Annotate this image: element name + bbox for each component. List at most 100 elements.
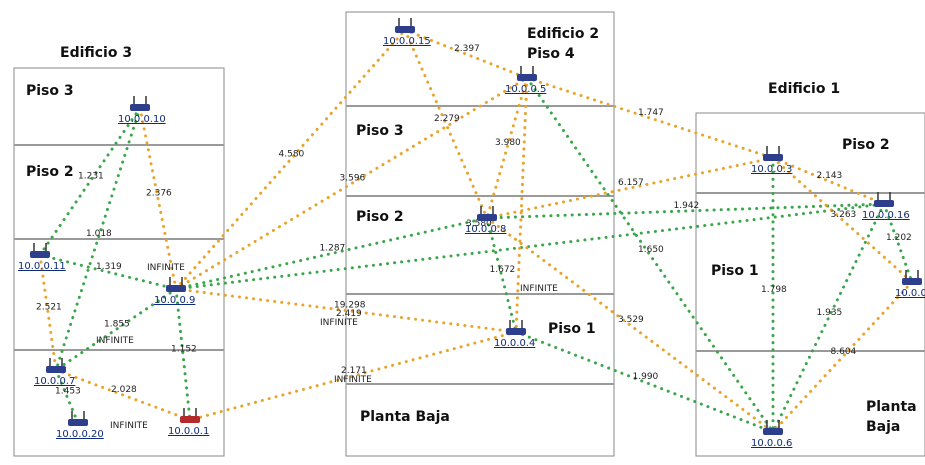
link-n9-n16 (174, 202, 886, 291)
node-ip-label: 10.0.0.10 (118, 114, 166, 125)
link-label: 1.990 (633, 372, 659, 382)
floor-label: Piso 2 (26, 164, 74, 180)
router-icon (477, 214, 497, 221)
infinite-label: INFINITE (334, 375, 372, 385)
link-label: 1.747 (638, 108, 664, 118)
router-node-n8[interactable]: 10.0.0.8 (465, 206, 506, 235)
link-label: 1.650 (638, 245, 664, 255)
router-icon (902, 278, 922, 285)
link-n8-n6 (485, 216, 775, 434)
link-label: 4.580 (279, 150, 305, 160)
link-label: 2.376 (146, 189, 172, 199)
floor-label: Baja (866, 419, 900, 435)
link-n11-n7 (38, 253, 58, 372)
node-ip-label: 10.0.0.16 (862, 210, 910, 221)
link-n8-n16 (485, 202, 886, 220)
router-icon (517, 74, 537, 81)
router-node-n9[interactable]: 10.0.0.9 (154, 277, 195, 306)
link-n8-n4 (485, 216, 518, 334)
node-ip-label: 10.0.0.4 (494, 338, 535, 349)
router-node-n6[interactable]: 10.0.0.6 (751, 420, 792, 449)
link-label: 3.980 (495, 138, 521, 148)
building-subtitle: Piso 4 (527, 46, 575, 62)
link-n10-n9 (138, 106, 178, 291)
link-n9-n5 (174, 76, 529, 291)
node-ip-label: 10.0.0.1 (168, 426, 209, 437)
router-icon (130, 104, 150, 111)
link-label: 2.143 (817, 171, 843, 181)
router-node-n10[interactable]: 10.0.0.10 (118, 96, 166, 125)
building-frame (345, 11, 615, 457)
link-n5-n3 (525, 76, 775, 160)
router-node-n20[interactable]: 10.0.0.20 (56, 411, 104, 440)
infinite-label: INFINITE (320, 318, 358, 328)
node-ip-label: 10.0.0.7 (34, 376, 75, 387)
router-node-n7[interactable]: 10.0.0.7 (34, 358, 75, 387)
infinite-label: INFINITE (520, 284, 558, 294)
router-icon (763, 428, 783, 435)
floor-label: Piso 1 (711, 263, 759, 279)
floor-label: Piso 2 (842, 137, 890, 153)
link-n3-n1x (771, 156, 914, 284)
router-red-icon (180, 416, 200, 423)
floor-label: Piso 1 (548, 321, 596, 337)
node-ip-label: 10.0.0.11 (18, 261, 66, 272)
link-label: 1.453 (55, 387, 81, 397)
link-label: 1.202 (886, 233, 912, 243)
link-n9-n15 (174, 28, 407, 291)
link-label: 6.157 (618, 178, 644, 188)
link-label: 1.942 (674, 201, 700, 211)
link-n9-n1 (174, 287, 192, 422)
nodes-layer: 10.0.0.10 10.0.0.11 10.0.0.9 10.0.0.7 10.0.0… (18, 18, 925, 449)
link-label: 1.287 (320, 244, 346, 254)
router-node-n1[interactable]: 10.0.0.1 (168, 408, 209, 437)
link-label: 2.397 (454, 44, 480, 54)
router-icon (763, 154, 783, 161)
router-node-n11[interactable]: 10.0.0.11 (18, 243, 66, 272)
floor-label: Piso 3 (356, 123, 404, 139)
link-label: 1.018 (86, 229, 112, 239)
link-n7-n1 (54, 368, 192, 422)
node-ip-label: 10.0.0.5 (505, 84, 546, 95)
link-n16-n1x (882, 202, 914, 284)
building-edificio-2: Edificio 2 Piso 4 Piso 3 Piso 2 Piso 1 P… (345, 11, 615, 457)
link-label: 3.529 (618, 315, 644, 325)
router-node-n4[interactable]: 10.0.0.4 (494, 320, 535, 349)
router-node-n1x[interactable]: 10.0.0.1 (895, 270, 925, 299)
router-icon (68, 419, 88, 426)
router-node-n3[interactable]: 10.0.0.3 (751, 146, 792, 175)
link-n16-n6 (771, 202, 886, 434)
link-label: 3.580 (466, 219, 492, 229)
router-node-n16[interactable]: 10.0.0.16 (862, 192, 910, 221)
link-label: 1.231 (78, 172, 104, 182)
link-label: 3.263 (831, 210, 857, 220)
router-node-n5[interactable]: 10.0.0.5 (505, 66, 546, 95)
router-icon (166, 285, 186, 292)
floor-label: Piso 2 (356, 209, 404, 225)
node-ip-label: 10.0.0.3 (751, 164, 792, 175)
node-ip-label: 10.0.0.8 (465, 224, 506, 235)
node-ip-label: 10.0.0.15 (383, 36, 431, 47)
link-n15-n8 (403, 28, 489, 220)
router-icon (395, 26, 415, 33)
router-icon (30, 251, 50, 258)
link-n7-n20 (54, 368, 80, 425)
link-label: 1.319 (96, 262, 122, 272)
floor-label: Piso 3 (26, 83, 74, 99)
building-title: Edificio 1 (768, 81, 840, 97)
node-ip-label: 10.0.0.6 (751, 438, 792, 449)
router-icon (46, 366, 66, 373)
link-n11-n9 (38, 253, 178, 291)
infinite-label: INFINITE (147, 263, 185, 273)
link-label: 1.798 (761, 285, 787, 295)
link-label: 1.935 (817, 308, 843, 318)
link-label: 3.596 (340, 174, 366, 184)
link-label: 1.672 (490, 265, 516, 275)
building-edificio-3: Edificio 3 Piso 3 Piso 2 (13, 45, 225, 457)
link-n4-n1 (188, 330, 518, 422)
router-node-n15[interactable]: 10.0.0.15 (383, 18, 431, 47)
link-n10-n11 (38, 106, 142, 257)
floor-label: Planta Baja (360, 409, 450, 425)
link-n3-n16 (771, 156, 886, 206)
